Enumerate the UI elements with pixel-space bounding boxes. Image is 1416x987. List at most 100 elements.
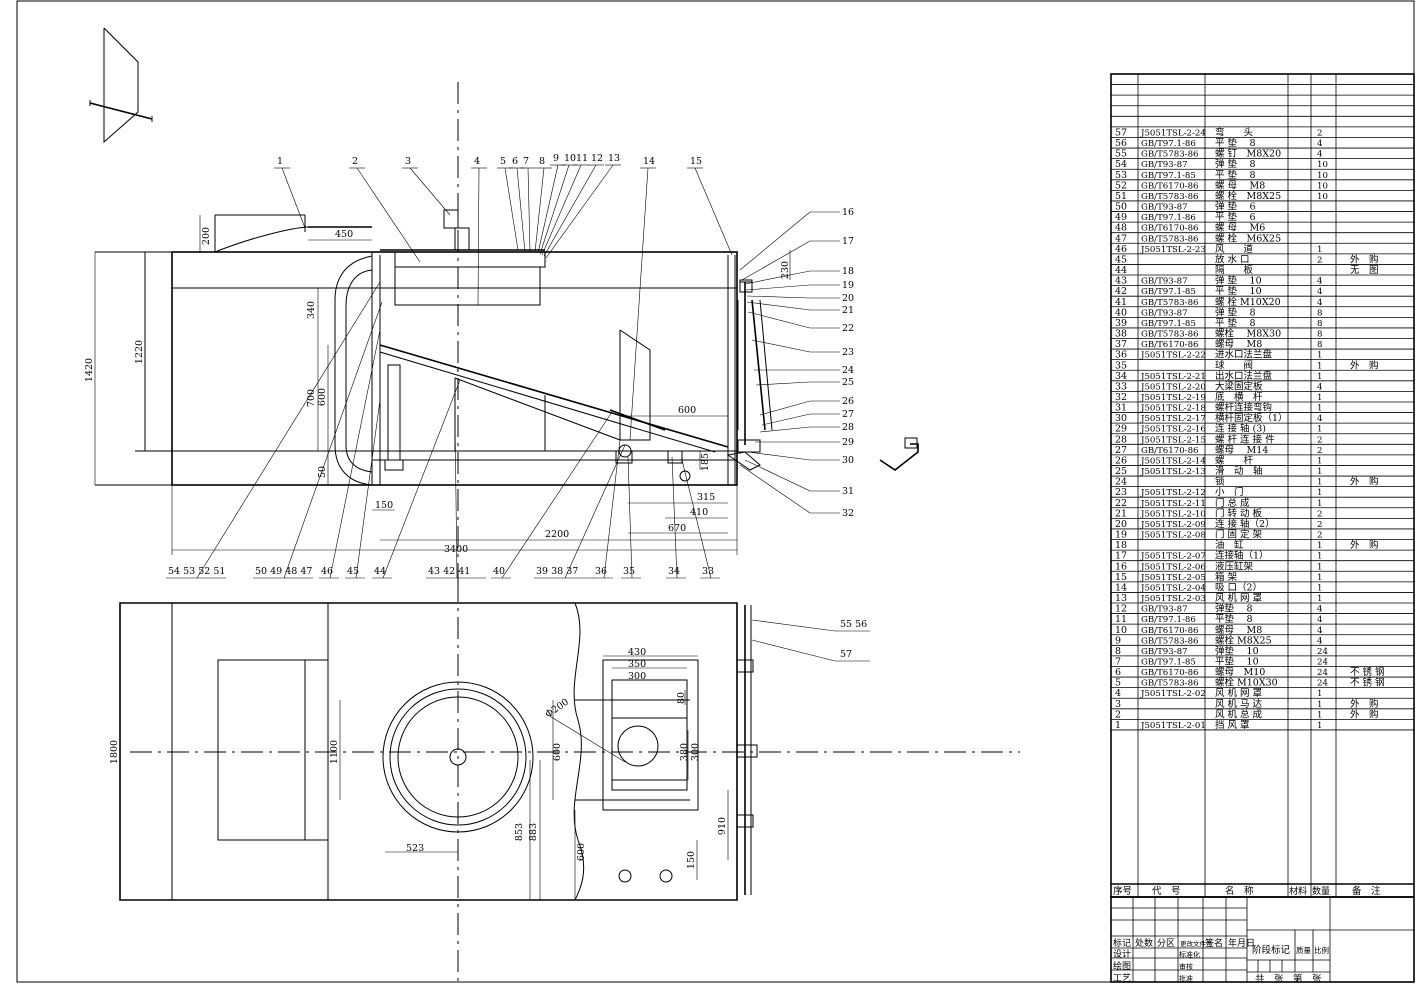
bom-code-7: GB/T97.1-85 [1141,658,1196,668]
bom-qty-25: 1 [1317,467,1322,477]
dim-h-670-4: 670 [668,523,686,534]
bom-code-47: GB/T5783-86 [1141,234,1199,244]
bom-code-57: J5051TSL-2-24 [1140,129,1206,139]
bom-code-39: GB/T97.1-85 [1141,319,1196,329]
bom-name-31: 螺杆连接弯钩 [1215,402,1272,414]
callout-10: 10 [564,153,576,164]
callout-24: 24 [842,365,854,376]
callout-7: 7 [523,156,529,167]
callout-4: 4 [474,156,480,167]
bom-name-47: 螺 栓 M6X25 [1215,232,1281,244]
bom-name-7: 平垫 10 [1215,656,1259,668]
bom-name-6: 螺母 M10 [1215,667,1265,678]
bom-header-qty: 数量 [1312,885,1330,897]
bom-name-32: 底 横 杆 [1215,391,1263,403]
bom-qty-37: 8 [1317,340,1322,350]
bom-qty-34: 1 [1317,372,1322,382]
bom-name-51: 螺 栓 M8X25 [1215,190,1281,202]
bom-note-18: 外 购 [1350,539,1379,551]
bom-qty-39: 8 [1317,319,1322,329]
bom-no-3: 3 [1115,699,1121,710]
bom-no-52: 52 [1115,180,1127,191]
bom-name-38: 螺栓 M8X30 [1215,328,1281,340]
dim-v-230-8: 230 [780,261,791,279]
bom-qty-35: 1 [1317,361,1322,371]
bom-qty-5: 24 [1317,679,1328,689]
bom-no-26: 26 [1115,455,1127,466]
bom-no-45: 45 [1115,254,1127,265]
bom-no-12: 12 [1115,604,1127,615]
title-role-0: 设计 [1113,948,1131,960]
bom-no-14: 14 [1115,582,1127,593]
callout-3: 3 [405,156,411,167]
bom-qty-1: 1 [1317,721,1322,731]
bom-name-25: 滑 动 轴 [1215,465,1263,477]
bom-name-22: 门 总 成 [1215,497,1250,509]
bom-name-45: 放 水 口 [1215,253,1250,265]
bom-name-41: 螺 栓 M10X20 [1215,296,1281,308]
bom-no-42: 42 [1115,286,1127,297]
bom-note-45: 外 购 [1350,253,1379,265]
bom-note-6: 不 锈 钢 [1350,666,1385,678]
bom-code-55: GB/T5783-86 [1141,150,1199,160]
bom-qty-6: 24 [1317,668,1328,678]
bom-no-6: 6 [1115,667,1121,678]
callout-27: 27 [842,409,854,420]
bom-no-35: 35 [1115,360,1127,371]
callout-29: 29 [842,437,854,448]
dim-h-410-3: 410 [690,507,708,518]
bom-qty-43: 4 [1317,277,1323,287]
dim-h-600-1: 600 [678,405,696,416]
dim-h-150-7: 150 [375,500,393,511]
bom-qty-10: 4 [1317,626,1323,636]
bom-qty-51: 10 [1317,192,1328,202]
callout-9: 9 [553,153,559,164]
bom-name-18: 油 缸 [1215,539,1244,551]
bom-no-13: 13 [1115,593,1127,604]
bom-name-57: 弯 头 [1215,127,1253,139]
bom-name-26: 螺 杆 [1215,454,1254,466]
title-row1-4: 签名 [1205,937,1223,949]
bom-qty-57: 2 [1317,129,1322,139]
bom-no-36: 36 [1115,350,1127,361]
dim-h-350-9: 350 [628,659,646,670]
bom-name-23: 小 门 [1215,486,1244,498]
callout-25: 25 [842,377,854,388]
bom-qty-7: 24 [1317,658,1328,668]
bom-qty-22: 1 [1317,499,1322,509]
dim-h-523-11: 523 [406,843,424,854]
callout-2: 2 [352,156,358,167]
title-role-2: 工艺 [1113,973,1131,983]
title-stage: 阶段标记 [1252,944,1291,956]
bom-name-1: 挡 风 罩 [1215,719,1250,731]
bom-name-24: 锁 [1215,476,1225,488]
bom-name-30: 横杆固定板（1） [1215,412,1288,424]
dim-v-50-6: 50 [317,466,328,478]
bom-no-47: 47 [1115,233,1127,244]
bom-qty-26: 1 [1317,456,1322,466]
bom-name-27: 螺母 M14 [1215,445,1268,456]
bom-name-8: 弹垫 10 [1215,645,1259,657]
front-elevation [95,209,773,486]
bom-qty-3: 1 [1317,700,1322,710]
bom-name-14: 吸 口（2） [1215,581,1262,593]
bom-name-20: 连 接 轴（2） [1215,518,1275,530]
bom-code-17: J5051TSL-2-07 [1140,552,1206,562]
dim-v-600-11: 600 [552,743,563,761]
bom-name-28: 螺 杆 连 接 件 [1215,433,1275,445]
callout-5: 5 [500,156,506,167]
bom-no-33: 33 [1115,381,1127,392]
bom-code-14: J5051TSL-2-04 [1140,583,1206,593]
callout-50-49-48-47: 50 49 48 47 [255,566,312,577]
bom-qty-29: 1 [1317,425,1322,435]
bom-code-54: GB/T93-87 [1141,160,1188,170]
bom-code-9: GB/T5783-86 [1141,636,1199,646]
dim-h-2200-5: 2200 [545,529,569,540]
dim-v-150-15: 150 [686,851,697,869]
bom-no-2: 2 [1115,709,1121,720]
bom-code-53: GB/T97.1-85 [1141,171,1196,181]
callout-39-38-37: 39 38 37 [536,566,578,577]
bom-qty-36: 1 [1317,351,1322,361]
bom-code-28: J5051TSL-2-15 [1140,435,1206,445]
bom-code-1: J5051TSL-2-01 [1140,721,1206,731]
